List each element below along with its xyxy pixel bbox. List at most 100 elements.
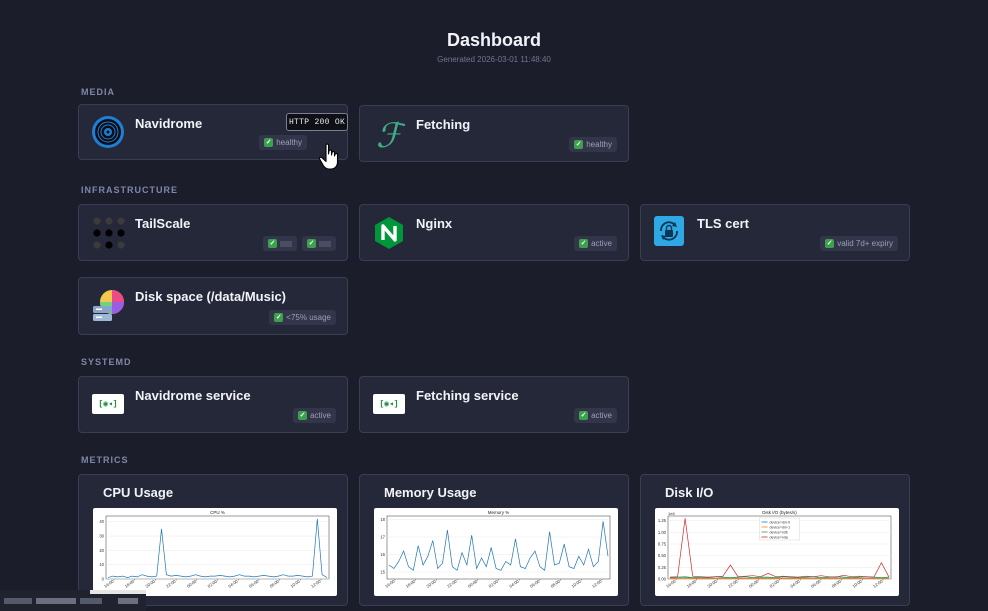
series-line-0 <box>388 521 609 571</box>
legend-box <box>759 517 800 541</box>
check-icon: ✓ <box>268 239 277 248</box>
check-icon: ✓ <box>579 239 589 248</box>
systemd-glyph: [◉◂] <box>373 394 405 414</box>
card-tls-cert[interactable]: TLS cert ✓valid 7d+ expiry <box>640 204 910 261</box>
vinyl-record-icon <box>92 116 124 148</box>
card-fetching-service[interactable]: [◉◂] Fetching service ✓active <box>359 376 629 433</box>
x-tick-label: 08:00 <box>550 578 562 588</box>
check-icon: ✓ <box>274 313 284 322</box>
badge-text: active <box>591 239 612 248</box>
chart-title: CPU % <box>210 510 225 515</box>
card-fetching[interactable]: ℱ Fetching ✓healthy <box>359 105 629 162</box>
chart-svg: Disk I/O (bytes/s)0.000.250.500.751.001.… <box>658 510 892 589</box>
status-badges: ✓healthy <box>259 135 307 150</box>
card-tailscale[interactable]: TailScale ✓ ✓ <box>78 204 348 261</box>
x-tick-label: 06:00 <box>248 578 260 588</box>
y-tick-label: 0.75 <box>658 542 667 547</box>
metric-title: Disk I/O <box>665 485 714 500</box>
y-tick-label: 0 <box>102 577 105 582</box>
x-tick-label: 10:00 <box>851 578 863 588</box>
x-tick-label: 12:00 <box>591 578 603 588</box>
y-tick-label: 20 <box>99 548 104 553</box>
status-badge: ✓valid 7d+ expiry <box>820 236 898 251</box>
card-title: Disk space (/data/Music) <box>135 289 286 304</box>
badge-text: healthy <box>276 138 302 147</box>
status-badge: ✓healthy <box>569 137 617 152</box>
x-tick-label: 12:00 <box>872 578 884 588</box>
card-title: Fetching <box>416 117 471 132</box>
section-infrastructure: INFRASTRUCTURE <box>81 185 178 195</box>
x-tick-label: 06:00 <box>529 578 541 588</box>
x-tick-label: 04:00 <box>789 578 801 588</box>
x-tick-label: 16:00 <box>103 578 115 588</box>
tailscale-dots-icon <box>92 216 125 249</box>
x-tick-label: 08:00 <box>831 578 843 588</box>
status-badge: ✓active <box>293 408 336 423</box>
x-tick-label: 22:00 <box>446 578 458 588</box>
pie-disk-icon <box>92 289 124 321</box>
y-tick-label: 30 <box>99 534 104 539</box>
script-f-icon: ℱ <box>373 116 409 156</box>
lock-refresh-icon <box>654 216 686 248</box>
y-tick-label: 40 <box>99 519 104 524</box>
badge-text: healthy <box>586 140 612 149</box>
card-disk-space[interactable]: Disk space (/data/Music) ✓<75% usage <box>78 277 348 335</box>
y-tick-label: 15 <box>380 570 385 575</box>
axis-multiplier: 1e6 <box>668 511 675 516</box>
x-tick-label: 22:00 <box>727 578 739 588</box>
page-title: Dashboard <box>446 30 542 50</box>
card-title: TLS cert <box>697 216 750 231</box>
metric-card-disk-io[interactable]: Disk I/O Disk I/O (bytes/s) 0.00 0.25 0.50 0… <box>640 474 910 606</box>
status-badge: ✓healthy <box>259 135 307 150</box>
series-line-0 <box>107 518 328 578</box>
status-badges: ✓healthy <box>569 137 617 152</box>
card-title: Navidrome service <box>135 388 251 403</box>
x-tick-label: 02:00 <box>769 578 781 588</box>
x-tick-label: 20:00 <box>145 578 157 588</box>
hand-pointer-icon <box>318 143 342 171</box>
systemd-glyph: [◉◂] <box>92 394 124 414</box>
legend-entry: device=vda <box>770 536 788 540</box>
card-title: Fetching service <box>416 388 519 403</box>
status-badge: ✓active <box>574 236 617 251</box>
systemd-icon: [◉◂] <box>92 388 124 420</box>
badge-text: <75% usage <box>286 313 331 322</box>
section-media: MEDIA <box>81 87 115 97</box>
y-tick-label: 0.00 <box>658 577 667 582</box>
x-tick-label: 02:00 <box>207 578 219 588</box>
status-tooltip: HTTP 200 OK <box>286 113 348 131</box>
badge-text: active <box>591 411 612 420</box>
x-tick-label: 20:00 <box>426 578 438 588</box>
redacted-text <box>319 240 331 247</box>
status-badges: ✓ ✓ <box>263 236 336 251</box>
card-navidrome-service[interactable]: [◉◂] Navidrome service ✓active <box>78 376 348 433</box>
status-badges: ✓active <box>293 408 336 423</box>
y-tick-label: 0.50 <box>658 553 667 558</box>
status-badges: ✓active <box>574 408 617 423</box>
status-badge: ✓active <box>574 408 617 423</box>
status-badges: ✓active <box>574 236 617 251</box>
x-tick-label: 20:00 <box>707 578 719 588</box>
card-title: Navidrome <box>135 116 203 131</box>
card-nginx[interactable]: Nginx ✓active <box>359 204 629 261</box>
chart-title: Disk I/O (bytes/s) <box>762 510 797 515</box>
status-badge: ✓ <box>263 236 297 251</box>
systemd-icon: [◉◂] <box>373 388 405 420</box>
x-tick-label: 18:00 <box>686 578 698 588</box>
series-line-2 <box>669 576 890 578</box>
x-tick-label: 16:00 <box>384 578 396 588</box>
x-tick-label: 04:00 <box>508 578 520 588</box>
status-badges: ✓valid 7d+ expiry <box>820 236 898 251</box>
badge-text: valid 7d+ expiry <box>837 239 893 248</box>
svg-text:ℱ: ℱ <box>376 117 405 153</box>
y-tick-label: 0.25 <box>658 565 667 570</box>
y-tick-label: 18 <box>380 517 385 522</box>
x-tick-label: 06:00 <box>810 578 822 588</box>
x-tick-label: 00:00 <box>186 578 198 588</box>
x-tick-label: 18:00 <box>405 578 417 588</box>
legend-entry: device=vdb <box>770 531 788 535</box>
